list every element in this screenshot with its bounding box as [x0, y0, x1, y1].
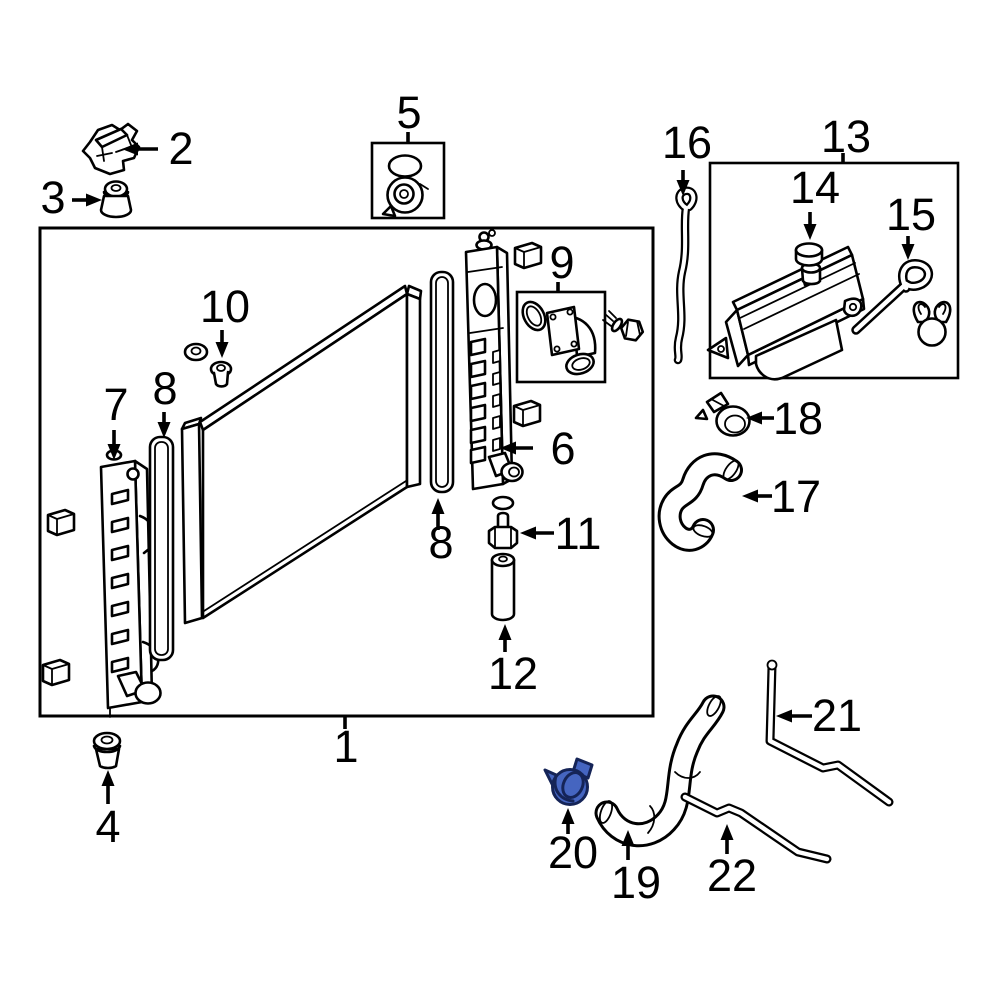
part-label-8-left[interactable]: 8 — [152, 363, 177, 414]
part-2-radiator-cap[interactable] — [81, 122, 141, 176]
part-14-reservoir-cap[interactable] — [794, 242, 824, 286]
part-label-10[interactable]: 10 — [200, 281, 250, 332]
part-7-left-tank[interactable] — [99, 444, 162, 718]
part-label-1[interactable]: 1 — [333, 721, 358, 772]
part-10-mount-grommets[interactable] — [183, 342, 233, 388]
part-label-13[interactable]: 13 — [821, 111, 871, 162]
part-mount-block-mid-right[interactable] — [512, 399, 542, 428]
part-label-14[interactable]: 14 — [790, 162, 840, 213]
part-label-17[interactable]: 17 — [771, 471, 821, 522]
part-label-15[interactable]: 15 — [886, 189, 936, 240]
part-mount-block-upper-left[interactable] — [46, 508, 76, 537]
part-label-2[interactable]: 2 — [168, 123, 193, 174]
part-22-drain-tube-hose[interactable] — [680, 792, 832, 864]
part-15-reservoir-hose[interactable] — [851, 259, 934, 335]
part-label-20[interactable]: 20 — [548, 827, 598, 878]
part-label-8-right[interactable]: 8 — [428, 517, 453, 568]
part-9-water-outlet-kit[interactable] — [518, 298, 645, 377]
part-label-7[interactable]: 7 — [103, 379, 128, 430]
callout-arrows — [72, 132, 915, 860]
part-label-3[interactable]: 3 — [40, 172, 65, 223]
part-label-19[interactable]: 19 — [611, 857, 661, 908]
part-label-11[interactable]: 11 — [555, 508, 602, 559]
group-box-cap — [370, 141, 446, 220]
part-mount-block-top-right[interactable] — [513, 241, 543, 270]
part-21-reservoir-tube[interactable] — [765, 659, 894, 807]
part-19-lower-hose[interactable] — [594, 694, 726, 848]
part-6-right-tank[interactable] — [464, 229, 524, 491]
part-label-16[interactable]: 16 — [662, 117, 712, 168]
part-label-5[interactable]: 5 — [396, 87, 421, 138]
part-8-left-air-seal[interactable] — [148, 435, 175, 662]
part-1-radiator-core[interactable] — [180, 284, 423, 625]
part-18-hose-clamp[interactable] — [694, 391, 751, 437]
part-spring-clamp[interactable] — [912, 300, 952, 347]
part-label-9[interactable]: 9 — [549, 237, 574, 288]
part-label-12[interactable]: 12 — [488, 648, 538, 699]
part-12-drain-tube[interactable] — [490, 552, 516, 622]
part-11-drain-plug[interactable] — [487, 495, 519, 550]
part-3-mount-grommet[interactable] — [99, 180, 133, 219]
part-16-overflow-hose[interactable] — [673, 186, 698, 365]
part-label-18[interactable]: 18 — [773, 393, 823, 444]
part-label-6[interactable]: 6 — [550, 423, 575, 474]
part-label-21[interactable]: 21 — [812, 690, 862, 741]
part-13-reservoir-tank[interactable] — [706, 245, 866, 381]
part-4-lower-mount[interactable] — [92, 731, 122, 770]
group-box-reservoir — [708, 161, 960, 380]
part-17-upper-hose[interactable] — [657, 452, 743, 552]
part-label-22[interactable]: 22 — [707, 850, 757, 901]
part-label-4[interactable]: 4 — [95, 801, 120, 852]
part-mount-block-lower-left[interactable] — [41, 658, 71, 687]
part-8-right-air-seal[interactable] — [429, 270, 455, 494]
group-box-water-outlet — [515, 290, 607, 384]
part-20-hose-clamp-highlighted[interactable] — [543, 757, 594, 806]
part-5-cap-kit[interactable] — [381, 154, 429, 218]
